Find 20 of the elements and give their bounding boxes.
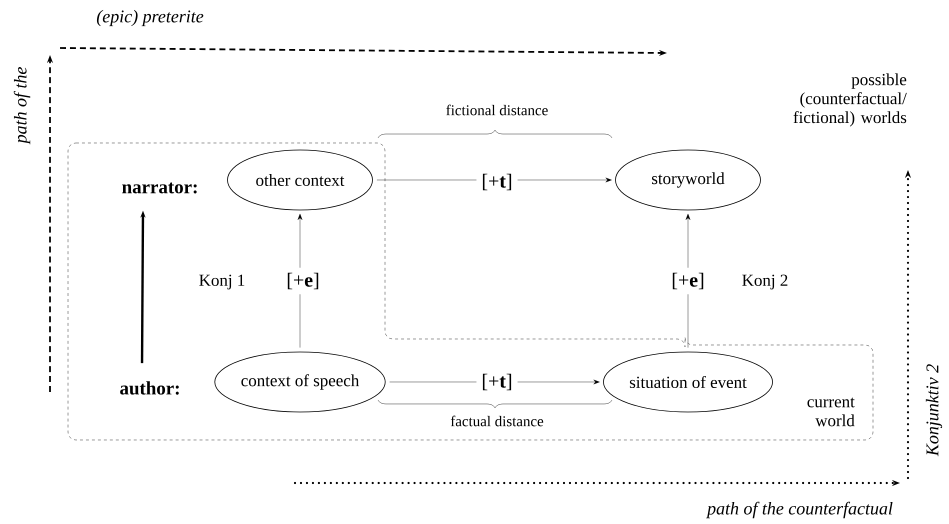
edge-label: [+t]	[476, 368, 518, 396]
text-label: (epic) preterite	[96, 10, 204, 26]
text-label: path of the counterfactual	[706, 502, 893, 518]
text-label: Konj 2	[742, 274, 788, 290]
role-label: narrator:	[122, 182, 197, 194]
edge-label: [+e]	[281, 268, 325, 294]
text-label: Konj 1	[199, 274, 244, 290]
role-label: author:	[120, 381, 179, 395]
text-label: Konjunktiv 2	[926, 364, 942, 456]
ellipse-node: storyworld	[615, 150, 761, 210]
text-label: factual distance	[450, 416, 544, 426]
edge-label: [+t]	[476, 168, 518, 196]
text-label: possible (counterfactual/ fictional) worlds	[794, 73, 907, 127]
ellipse-node: context of speech	[214, 352, 386, 412]
edge-label: [+e]	[666, 268, 710, 294]
ellipse-node: other context	[227, 150, 373, 210]
ellipse-node: situation of event	[603, 352, 773, 412]
text-label: current world	[808, 398, 855, 426]
text-label: fictional distance	[446, 104, 548, 116]
text-label: path of the	[14, 67, 30, 144]
